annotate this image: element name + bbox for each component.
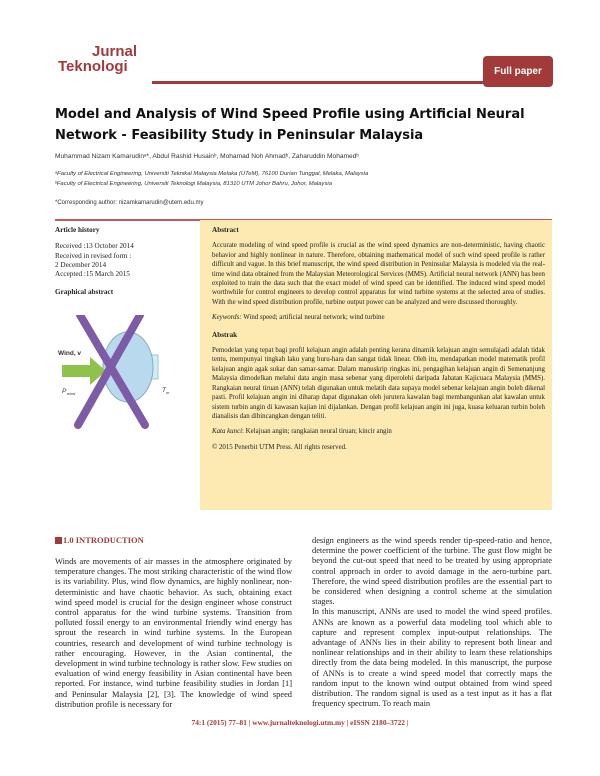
journal-logo: Jurnal Teknologi bbox=[58, 43, 138, 75]
history-line: Accepted :15 March 2015 bbox=[55, 270, 130, 279]
history-line: Received in revised form : bbox=[55, 251, 132, 260]
article-history: Article history Received :13 October 201… bbox=[55, 226, 195, 305]
introduction-heading: 1.0 INTRODUCTION bbox=[55, 535, 144, 545]
abstrak-keywords: Kata kunci: Kelajuan angin; rangkaian ne… bbox=[212, 428, 392, 436]
article-history-heading: Article history bbox=[55, 226, 100, 234]
paper-title: Model and Analysis of Wind Speed Profile… bbox=[55, 107, 525, 143]
authors: Muhammad Nizam Kamarudinᵃ*, Abdul Rashid… bbox=[55, 153, 359, 160]
graphical-abstract-turbine-image: Wind, v P wind T m bbox=[58, 315, 170, 429]
header-divider bbox=[152, 81, 487, 84]
affiliation-a: ᵃFaculty of Electrical Engineering, Univ… bbox=[55, 171, 369, 177]
abstract-text: Accurate modeling of wind speed profile … bbox=[212, 242, 545, 306]
abstrak-heading: Abstrak bbox=[212, 330, 238, 339]
torque-subscript: m bbox=[166, 390, 170, 395]
intro-left-column: Winds are movements of air masses in the… bbox=[55, 557, 292, 709]
abstrak-text: Pemodelan yang tepat bagi profil kelajua… bbox=[212, 347, 545, 420]
abstract-keywords: Keywords: Wind speed; artificial neural … bbox=[212, 314, 385, 322]
section-divider bbox=[55, 219, 552, 221]
paper-type-badge: Full paper bbox=[483, 56, 553, 87]
heading-marker bbox=[55, 536, 62, 544]
corresponding-author: *Corresponding author: nizamkamarudin@ut… bbox=[55, 200, 204, 206]
pwind-label: P bbox=[62, 388, 67, 395]
abstract-heading: Abstract bbox=[212, 226, 239, 234]
abstract-box: Abstract Accurate modeling of wind speed… bbox=[200, 220, 552, 510]
intro-right-column: design engineers as the wind speeds rend… bbox=[312, 536, 552, 709]
graphical-abstract-heading: Graphical abstract bbox=[55, 288, 114, 297]
torque-label: T bbox=[162, 387, 167, 394]
affiliation-b: ᵇFaculty of Electrical Engineering, Univ… bbox=[55, 181, 332, 187]
wind-label: Wind, v bbox=[58, 350, 81, 357]
history-line: 2 December 2014 bbox=[55, 260, 107, 269]
history-line: Received :13 October 2014 bbox=[55, 242, 134, 251]
pwind-subscript: wind bbox=[67, 391, 76, 396]
page-footer: 74:1 (2015) 77–81 | www.jurnalteknologi.… bbox=[191, 718, 409, 727]
copyright: © 2015 Penerbit UTM Press. All rights re… bbox=[212, 443, 347, 451]
